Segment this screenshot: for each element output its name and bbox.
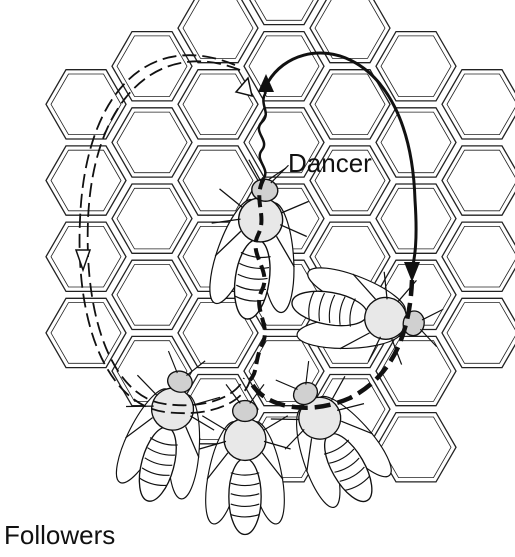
comb-cell (244, 0, 324, 25)
comb-cell-inner (447, 74, 515, 135)
comb-cell-inner (183, 74, 253, 135)
comb-cell-inner (51, 74, 121, 135)
comb-cell (46, 298, 126, 367)
comb-cell-inner (447, 303, 515, 364)
comb-cell-inner (447, 150, 515, 211)
comb-cell-inner (381, 112, 451, 173)
comb-cell (178, 0, 258, 63)
comb-cell-inner (447, 226, 515, 287)
follower-bee (198, 384, 291, 534)
comb-cell (112, 260, 192, 329)
follower-bee (284, 256, 448, 374)
comb-cell (112, 184, 192, 253)
comb-cell-inner (183, 150, 253, 211)
comb-cell-inner (381, 341, 451, 402)
comb-cell-inner (315, 74, 385, 135)
comb-cell-inner (315, 0, 385, 58)
comb-cell (46, 146, 126, 215)
comb-cell (46, 70, 126, 139)
comb-cell (376, 108, 456, 177)
comb-cell-inner (183, 0, 253, 58)
comb-cell (442, 298, 515, 367)
comb-cell (442, 70, 515, 139)
comb-cell-inner (51, 303, 121, 364)
comb-cell (442, 222, 515, 291)
comb-cell (442, 146, 515, 215)
comb-cell-inner (117, 36, 187, 97)
comb-cell (244, 32, 324, 101)
dancer-leader-line (268, 168, 286, 180)
followers-label: Followers (4, 522, 115, 548)
waggle-run (259, 92, 266, 178)
comb-cell (376, 336, 456, 405)
comb-cell (112, 32, 192, 101)
dancer-label: Dancer (288, 150, 372, 176)
comb-cell-inner (381, 36, 451, 97)
comb-cell-inner (51, 150, 121, 211)
comb-cell-inner (117, 112, 187, 173)
comb-cell-inner (249, 36, 319, 97)
arrow-down-right-loop (404, 262, 420, 282)
comb-cell-inner (117, 188, 187, 249)
comb-cell-inner (117, 265, 187, 326)
comb-cell (376, 32, 456, 101)
comb-cell (112, 108, 192, 177)
